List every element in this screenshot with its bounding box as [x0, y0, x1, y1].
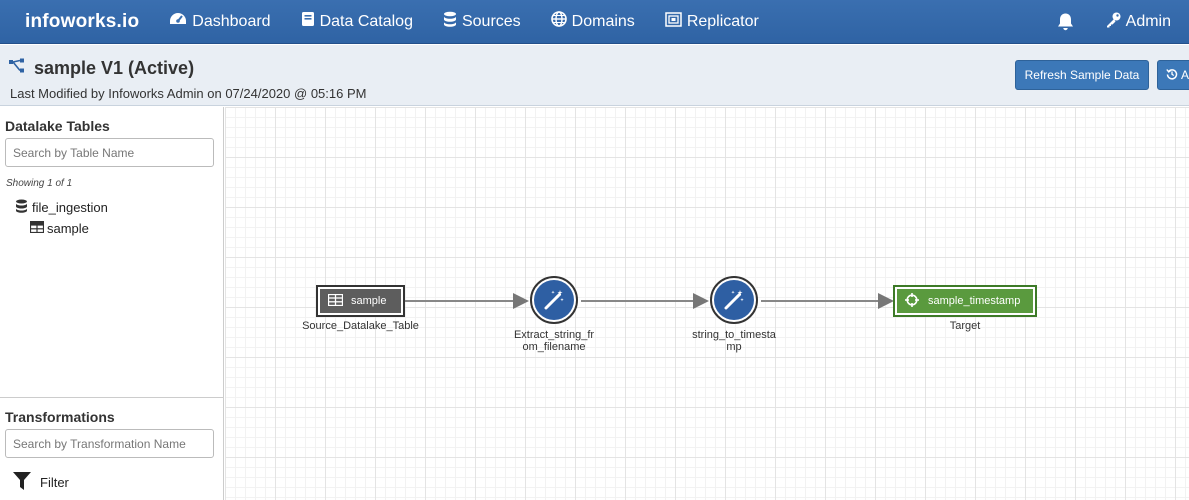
target-node[interactable]: sample_timestamp [893, 285, 1037, 317]
nav-right-group: Admin [1056, 0, 1189, 44]
transform-node-extract-caption-line1: Extract_string_fr [513, 329, 595, 341]
magic-wand-icon [714, 280, 754, 320]
history-icon [1166, 68, 1178, 83]
datalake-tables-heading: Datalake Tables [5, 118, 110, 134]
source-node-label: sample [351, 295, 387, 307]
dashboard-icon [169, 11, 192, 32]
table-icon [29, 220, 47, 236]
nav-data-catalog[interactable]: Data Catalog [301, 11, 413, 32]
sidebar: Datalake Tables Showing 1 of 1 file_inge… [0, 107, 224, 500]
refresh-sample-data-button[interactable]: Refresh Sample Data [1015, 60, 1149, 90]
transform-node-to-timestamp[interactable] [710, 276, 758, 324]
tree-database-item[interactable]: file_ingestion [15, 199, 108, 216]
database-icon [15, 199, 32, 216]
nav-sources[interactable]: Sources [443, 11, 521, 32]
nav-replicator-label: Replicator [686, 12, 759, 30]
transform-node-extract-caption: Extract_string_fr om_filename [494, 329, 614, 353]
user-menu[interactable]: Admin [1105, 11, 1171, 33]
target-node-caption: Target [949, 320, 981, 332]
showing-count: Showing 1 of 1 [6, 178, 73, 189]
magic-wand-icon [534, 280, 574, 320]
key-icon [1105, 11, 1126, 33]
database-name: file_ingestion [32, 200, 108, 215]
top-navbar: infoworks.io Dashboard Data Catalog Sour… [0, 0, 1189, 44]
nav-replicator[interactable]: Replicator [665, 11, 759, 32]
filter-label: Filter [40, 475, 69, 490]
transform-node-to-timestamp-caption-line1: string_to_timesta [692, 329, 776, 341]
last-modified-text: Last Modified by Infoworks Admin on 07/2… [10, 86, 367, 101]
pipeline-header: sample V1 (Active) Last Modified by Info… [0, 45, 1189, 106]
table-name: sample [47, 221, 89, 236]
nav-dashboard[interactable]: Dashboard [169, 11, 271, 32]
table-icon [320, 293, 351, 309]
nav-dashboard-label: Dashboard [192, 12, 271, 30]
transform-node-extract-caption-line2: om_filename [522, 341, 586, 353]
bell-icon[interactable] [1056, 12, 1075, 32]
transform-node-to-timestamp-caption-line2: mp [726, 341, 742, 353]
database-icon [443, 11, 462, 32]
nav-domains[interactable]: Domains [550, 11, 635, 32]
history-button[interactable]: A [1157, 60, 1189, 90]
filter-icon [12, 471, 40, 494]
pipeline-title-text: sample V1 (Active) [34, 58, 195, 78]
filter-toggle[interactable]: Filter [12, 471, 69, 494]
transformation-search-input[interactable] [5, 429, 214, 458]
page-title: sample V1 (Active) [8, 58, 194, 79]
tree-table-item[interactable]: sample [29, 220, 89, 236]
brand-logo[interactable]: infoworks.io [25, 10, 140, 32]
replicator-icon [665, 11, 687, 32]
pipeline-icon [8, 58, 34, 79]
transform-node-extract[interactable] [530, 276, 578, 324]
transform-node-to-timestamp-caption: string_to_timesta mp [674, 329, 794, 353]
nav-data-catalog-label: Data Catalog [319, 12, 413, 30]
table-search-input[interactable] [5, 138, 214, 167]
sidebar-divider [0, 397, 224, 398]
nav-sources-label: Sources [461, 12, 521, 30]
book-icon [301, 11, 320, 32]
nav-domains-label: Domains [571, 12, 635, 30]
pipeline-edges [405, 293, 894, 309]
transformations-heading: Transformations [5, 409, 115, 425]
target-node-label: sample_timestamp [928, 295, 1021, 307]
history-button-label: A [1181, 68, 1189, 82]
crosshair-icon [897, 292, 928, 310]
source-node-caption: Source_Datalake_Table [302, 320, 419, 332]
globe-icon [550, 11, 572, 32]
pipeline-canvas[interactable]: sample Source_Datalake_Table Extract_str… [225, 107, 1189, 500]
source-node[interactable]: sample [316, 285, 405, 317]
user-name: Admin [1125, 13, 1171, 30]
